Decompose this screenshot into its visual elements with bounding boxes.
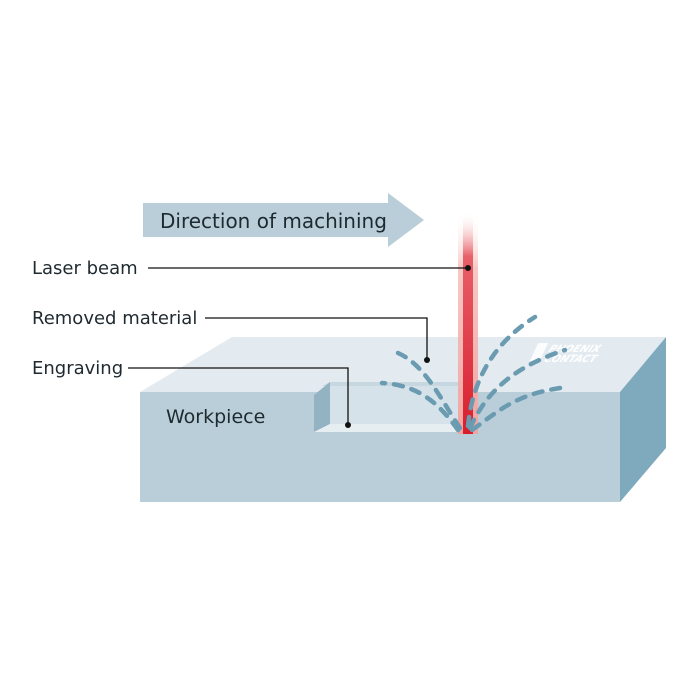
direction-arrow-label: Direction of machining xyxy=(160,209,387,233)
debris-arc-4 xyxy=(467,347,568,431)
leader-dot-removed-material xyxy=(424,357,430,363)
label-workpiece: Workpiece xyxy=(166,406,265,428)
leader-dot-laser-beam xyxy=(465,265,471,271)
groove-left-wall xyxy=(314,382,330,432)
leader-lines xyxy=(128,267,468,425)
laser-beam-core xyxy=(463,212,473,434)
groove-floor xyxy=(330,386,470,424)
debris-arc-2 xyxy=(379,380,461,433)
label-removed-material: Removed material xyxy=(32,308,197,329)
direction-arrow-shape xyxy=(143,193,424,247)
workpiece-block xyxy=(140,337,666,502)
logo-mark xyxy=(529,343,549,361)
logo-line-1: PHOENIX xyxy=(547,343,604,354)
workpiece-top-face xyxy=(140,337,666,392)
workpiece-side-face xyxy=(620,337,666,502)
engraving-groove xyxy=(314,382,470,432)
groove-bottom-edge xyxy=(314,424,470,432)
leader-engraving xyxy=(128,367,349,425)
direction-arrow: Direction of machining xyxy=(143,193,424,247)
label-laser-beam: Laser beam xyxy=(32,258,138,279)
laser-beam xyxy=(458,212,478,434)
removed-material-debris xyxy=(379,314,568,433)
phoenix-contact-logo: PHOENIX CONTACT xyxy=(529,343,604,365)
debris-arc-5 xyxy=(469,385,563,433)
leader-removed-material xyxy=(205,317,428,360)
logo-line-2: CONTACT xyxy=(542,353,600,364)
leader-dots xyxy=(345,265,471,428)
debris-arc-1 xyxy=(395,350,463,431)
debris-arc-3 xyxy=(465,314,538,429)
label-engraving: Engraving xyxy=(32,358,123,379)
leader-dot-engraving xyxy=(345,422,351,428)
